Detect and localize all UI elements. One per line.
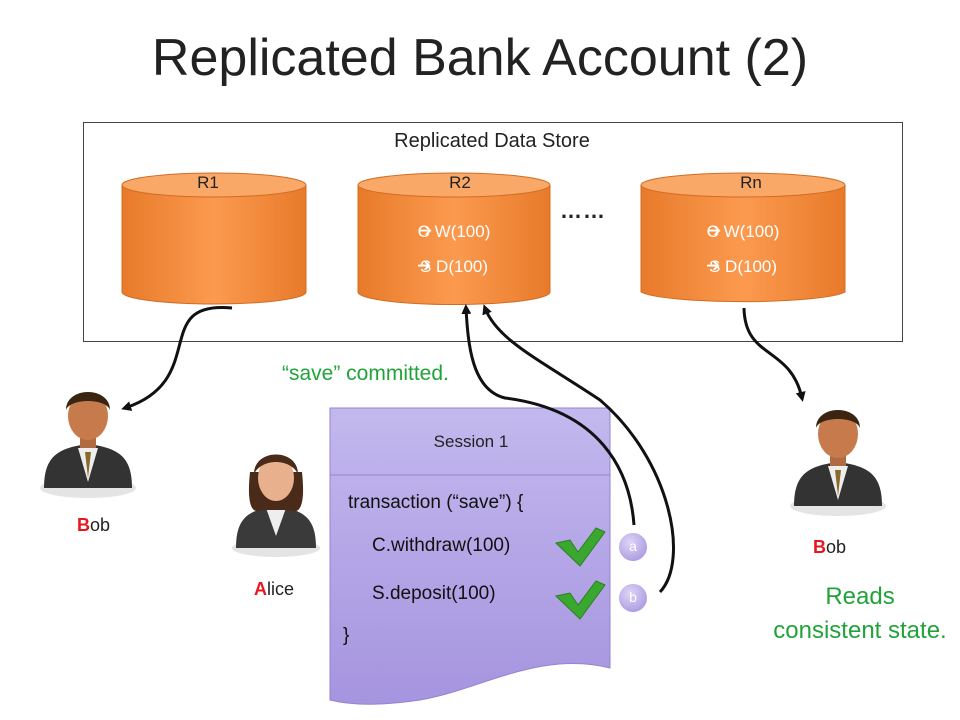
rn-deposit-op: S D(100) — [708, 257, 778, 276]
replica-r1-cylinder — [121, 172, 307, 305]
marker-b-label: b — [629, 589, 637, 605]
bob-left-name: Bob — [77, 515, 111, 535]
r2-deposit-op: S D(100) — [419, 257, 489, 276]
arrow-right-icon: ➔ — [417, 256, 432, 276]
slide-title: Replicated Bank Account (2) — [151, 29, 809, 87]
marker-b-circle — [617, 582, 649, 614]
replica-r1-label: R1 — [197, 173, 219, 192]
marker-a-circle — [617, 531, 649, 563]
replica-rn-cylinder — [640, 172, 846, 303]
save-committed-label: “save” committed. — [282, 362, 449, 385]
arrow-a-to-r2 — [461, 304, 636, 526]
checkmark-icon — [554, 527, 606, 567]
person-bob-icon — [790, 410, 886, 516]
reads-consistent-state-label: Reads consistent state. — [773, 583, 947, 644]
alice-name: Alice — [254, 579, 295, 599]
person-alice-icon — [232, 454, 320, 557]
arrow-r1-to-bob — [121, 305, 233, 411]
bob-right-name: Bob — [813, 537, 847, 557]
replica-ellipsis: …… — [560, 198, 606, 223]
rn-withdraw-op: C W(100) — [706, 222, 780, 241]
arrow-rn-to-bob — [742, 307, 806, 402]
session-box — [329, 407, 611, 705]
replica-r2-label: R2 — [449, 173, 471, 192]
deposit-line: S.deposit(100) — [372, 583, 496, 604]
data-store-label: Replicated Data Store — [394, 130, 590, 152]
replica-rn-label: Rn — [740, 173, 762, 192]
arrow-right-icon: ➔ — [706, 256, 721, 276]
checkmark-icon — [554, 580, 606, 620]
r2-withdraw-op: C W(100) — [417, 222, 491, 241]
arrow-right-icon: ➔ — [707, 221, 722, 241]
marker-a-label: a — [629, 538, 637, 554]
transaction-end-line: } — [343, 625, 350, 646]
arrow-right-icon: ➔ — [418, 221, 433, 241]
person-bob-icon — [40, 392, 136, 498]
arrow-b-to-r2 — [482, 304, 675, 594]
session-title: Session 1 — [433, 432, 509, 451]
replica-r2-cylinder — [357, 172, 551, 306]
withdraw-line: C.withdraw(100) — [372, 535, 511, 556]
transaction-start-line: transaction (“save”) { — [348, 492, 524, 513]
